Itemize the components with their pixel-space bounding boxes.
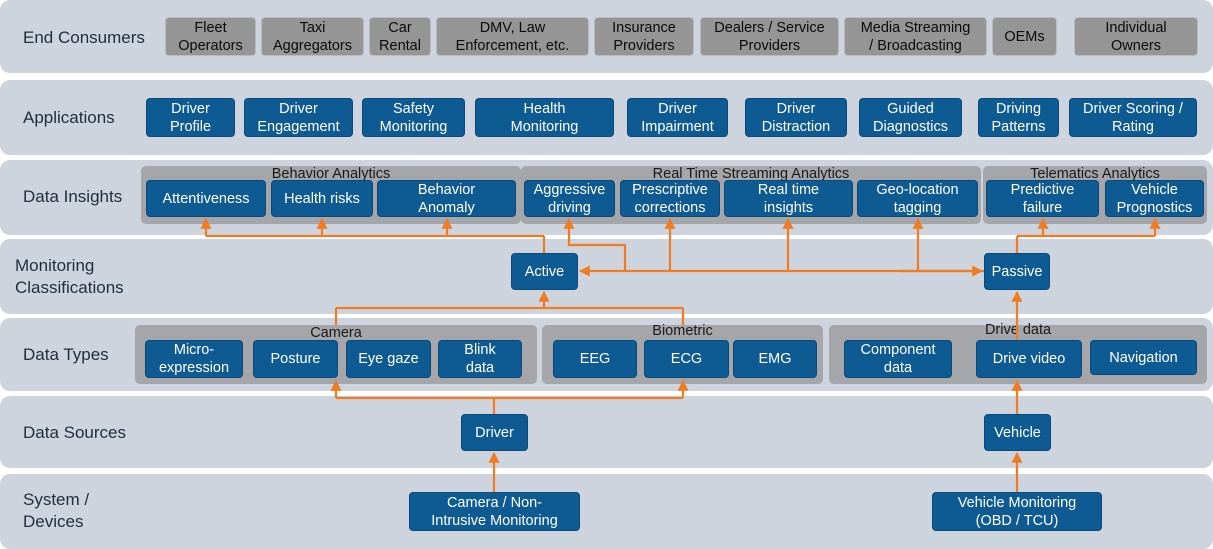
group-title-biometric: Biometric [652, 323, 713, 339]
monitoring-active: Active [511, 253, 578, 290]
app-driver-distraction: Driver Distraction [745, 98, 847, 137]
consumer-insurance-providers: Insurance Providers [594, 17, 694, 56]
app-driving-patterns: Driving Patterns [978, 98, 1059, 137]
row-label-monitoring: Monitoring Classifications [15, 256, 124, 297]
datatype-posture: Posture [253, 340, 338, 378]
insight-prescriptive-corrections: Prescriptive corrections [620, 180, 720, 217]
row-label-data-types: Data Types [23, 345, 109, 364]
app-safety-monitoring: Safety Monitoring [362, 98, 465, 137]
datatype-micro-expression: Micro- expression [145, 340, 243, 378]
insight-vehicle-prognostics: Vehicle Prognostics [1105, 180, 1204, 217]
consumer-car-rental: Car Rental [369, 17, 431, 56]
datatype-eeg: EEG [553, 340, 637, 378]
consumer-media-streaming: Media Streaming / Broadcasting [844, 17, 987, 56]
app-driver-scoring-rating: Driver Scoring / Rating [1069, 98, 1197, 137]
insight-health-risks: Health risks [271, 180, 373, 217]
datatype-eye-gaze: Eye gaze [346, 340, 431, 378]
datatype-emg: EMG [733, 340, 817, 378]
consumer-fleet-operators: Fleet Operators [165, 17, 256, 56]
consumer-oems: OEMs [992, 17, 1057, 56]
monitoring-passive: Passive [984, 253, 1050, 290]
group-title-telematics-analytics: Telematics Analytics [1030, 166, 1160, 182]
device-camera-non-intrusive: Camera / Non- Intrusive Monitoring [409, 492, 580, 531]
group-title-behavior-analytics: Behavior Analytics [271, 166, 391, 182]
app-driver-profile: Driver Profile [146, 98, 235, 137]
datatype-navigation: Navigation [1090, 340, 1197, 375]
group-title-camera: Camera [310, 325, 362, 341]
insight-attentiveness: Attentiveness [146, 180, 266, 217]
device-vehicle-monitoring: Vehicle Monitoring (OBD / TCU) [932, 492, 1102, 531]
source-driver: Driver [461, 414, 528, 451]
row-label-system-devices: System / Devices [23, 490, 90, 531]
app-driver-engagement: Driver Engagement [244, 98, 353, 137]
datatype-blink-data: Blink data [438, 340, 522, 378]
insight-aggressive-driving: Aggressive driving [524, 180, 615, 217]
datatype-drive-video: Drive video [976, 340, 1082, 378]
consumer-dmv-law-enforcement: DMV, Law Enforcement, etc. [436, 17, 589, 56]
app-health-monitoring: Health Monitoring [475, 98, 614, 137]
group-title-realtime-analytics: Real Time Streaming Analytics [652, 166, 850, 182]
consumer-dealers-service-providers: Dealers / Service Providers [700, 17, 839, 56]
source-vehicle: Vehicle [984, 414, 1051, 451]
row-label-end-consumers: End Consumers [23, 28, 145, 47]
consumer-taxi-aggregators: Taxi Aggregators [261, 17, 364, 56]
app-guided-diagnostics: Guided Diagnostics [859, 98, 962, 137]
insight-geo-location-tagging: Geo-location tagging [857, 180, 978, 217]
datatype-component-data: Component data [844, 340, 952, 378]
insight-real-time-insights: Real time insights [724, 180, 853, 217]
insight-predictive-failure: Predictive failure [986, 180, 1099, 217]
insight-behavior-anomaly: Behavior Anomaly [377, 180, 516, 217]
app-driver-impairment: Driver Impairment [627, 98, 728, 137]
datatype-ecg: ECG [644, 340, 729, 378]
arrow-to-aggressive-driving [563, 217, 627, 271]
row-label-applications: Applications [23, 108, 115, 127]
row-label-data-sources: Data Sources [23, 423, 126, 442]
consumer-individual-owners: Individual Owners [1074, 17, 1198, 56]
row-label-data-insights: Data Insights [23, 187, 123, 206]
